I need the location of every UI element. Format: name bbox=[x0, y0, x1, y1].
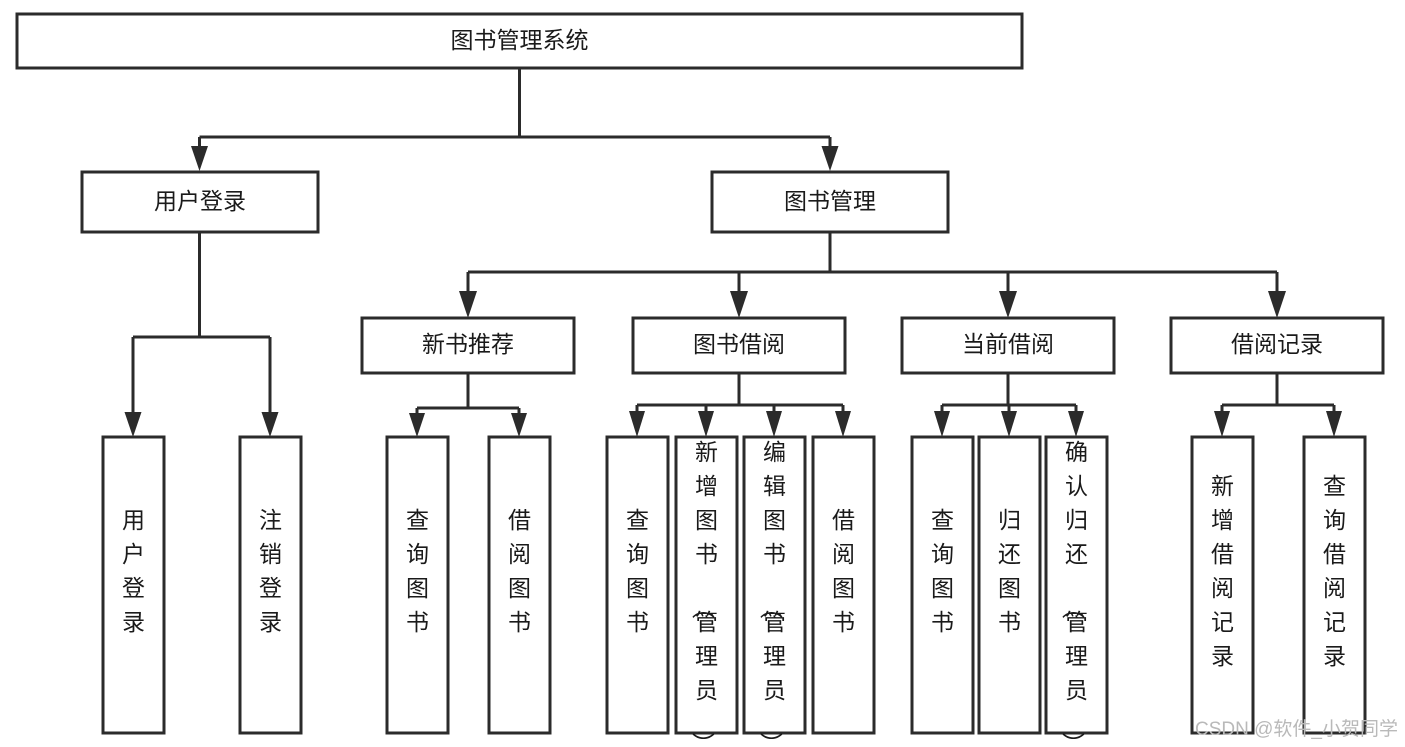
node-book-management-box[interactable] bbox=[710, 170, 950, 234]
leaf-bb-add-book-box[interactable] bbox=[674, 435, 739, 735]
arrow-head-book-mgmt bbox=[821, 146, 839, 171]
arrow-head-cb-leaf2 bbox=[1001, 411, 1017, 437]
arrow-head-leaf-user-login bbox=[124, 412, 142, 437]
arrow-head-bb-leaf4 bbox=[835, 411, 851, 437]
leaf-node[interactable]: 编辑图书（管理员） bbox=[742, 435, 807, 747]
leaf-logout-box[interactable] bbox=[238, 435, 303, 735]
connectors-new-book-to-leaves bbox=[409, 373, 527, 437]
leaf-nb-query-book-box[interactable] bbox=[385, 435, 450, 735]
arrow-head-bb-leaf2 bbox=[698, 411, 714, 437]
watermark-label: CSDN @软件_小贺同学 bbox=[1195, 718, 1398, 740]
leaf-cb-confirm-return-box[interactable] bbox=[1044, 435, 1109, 735]
arrow-head-br-leaf1 bbox=[1214, 411, 1230, 437]
node-current-borrow[interactable]: 当前借阅 bbox=[900, 316, 1116, 375]
leaf-node[interactable]: 注销登录 bbox=[238, 435, 303, 735]
node-book-management[interactable]: 图书管理 bbox=[710, 170, 950, 234]
leaf-bb-add-book-label: 新增图书（管理员） bbox=[690, 439, 718, 747]
arrow-head-bb-leaf3 bbox=[766, 411, 782, 437]
arrow-head-new-book bbox=[459, 291, 477, 318]
leaf-node[interactable]: 借阅图书 bbox=[487, 435, 552, 735]
leaf-node[interactable]: 用户登录 bbox=[101, 435, 166, 735]
arrow-head-leaf-logout bbox=[261, 412, 279, 437]
node-book-borrow-label: 图书借阅 bbox=[693, 331, 785, 357]
connectors-current-borrow-to-leaves bbox=[934, 373, 1084, 437]
connectors-book-borrow-to-leaves bbox=[629, 373, 851, 437]
arrow-head-user-login bbox=[191, 146, 208, 171]
leaf-logout-label: 注销登录 bbox=[259, 507, 282, 635]
leaf-node[interactable]: 新增借阅记录 bbox=[1190, 435, 1255, 735]
leaf-cb-return-book-box[interactable] bbox=[977, 435, 1042, 735]
leaf-br-query-record-label: 查询借阅记录 bbox=[1323, 473, 1346, 669]
leaf-cb-query-book-box[interactable] bbox=[910, 435, 975, 735]
arrow-head-nb-leaf2 bbox=[511, 413, 527, 437]
leaf-br-add-record-box[interactable] bbox=[1190, 435, 1255, 735]
leaf-node[interactable]: 查询图书 bbox=[605, 435, 670, 735]
leaf-user-login-box[interactable] bbox=[101, 435, 166, 735]
connectors-user-login-to-leaves bbox=[124, 232, 279, 437]
connectors-borrow-record-to-leaves bbox=[1214, 373, 1342, 437]
arrow-head-book-borrow bbox=[730, 291, 748, 318]
leaf-br-query-record-box[interactable] bbox=[1302, 435, 1367, 735]
node-book-borrow-box[interactable] bbox=[631, 316, 847, 375]
leaf-node[interactable]: 查询图书 bbox=[910, 435, 975, 735]
leaf-cb-return-book-label: 归还图书 bbox=[998, 507, 1021, 635]
node-root[interactable]: 图书管理系统 bbox=[15, 12, 1024, 70]
arrow-head-cb-leaf1 bbox=[934, 411, 950, 437]
node-user-login-box[interactable] bbox=[80, 170, 320, 234]
leaf-nb-borrow-book-box[interactable] bbox=[487, 435, 552, 735]
node-new-book-recommend[interactable]: 新书推荐 bbox=[360, 316, 576, 375]
leaf-br-add-record-label: 新增借阅记录 bbox=[1211, 473, 1234, 669]
leaf-node[interactable]: 查询借阅记录 bbox=[1302, 435, 1367, 735]
arrow-head-nb-leaf1 bbox=[409, 413, 425, 437]
arrow-head-br-leaf2 bbox=[1326, 411, 1342, 437]
arrow-head-current-borrow bbox=[999, 291, 1017, 318]
leaf-user-login-label: 用户登录 bbox=[122, 507, 145, 635]
leaf-bb-edit-book-label: 编辑图书（管理员） bbox=[758, 439, 786, 747]
connectors-root-to-level2 bbox=[191, 68, 839, 171]
leaf-nb-query-book-label: 查询图书 bbox=[406, 507, 429, 635]
node-book-borrow[interactable]: 图书借阅 bbox=[631, 316, 847, 375]
leaf-bb-borrow-book-label: 借阅图书 bbox=[832, 507, 855, 635]
node-root-label: 图书管理系统 bbox=[451, 27, 589, 53]
node-root-box[interactable] bbox=[15, 12, 1024, 70]
leaf-bb-query-book-label: 查询图书 bbox=[626, 507, 649, 635]
leaf-node[interactable]: 查询图书 bbox=[385, 435, 450, 735]
node-user-login-label: 用户登录 bbox=[154, 188, 246, 214]
leaf-cb-confirm-return-label: 确认归还（管理员） bbox=[1060, 439, 1088, 747]
node-borrow-record-label: 借阅记录 bbox=[1231, 331, 1323, 357]
connectors-book-mgmt-to-level3 bbox=[459, 232, 1286, 318]
leaf-node[interactable]: 确认归还（管理员） bbox=[1044, 435, 1109, 747]
leaf-bb-query-book-box[interactable] bbox=[605, 435, 670, 735]
leaf-cb-query-book-label: 查询图书 bbox=[931, 507, 954, 635]
leaf-bb-borrow-book-box[interactable] bbox=[811, 435, 876, 735]
leaf-node[interactable]: 借阅图书 bbox=[811, 435, 876, 735]
node-borrow-record[interactable]: 借阅记录 bbox=[1169, 316, 1385, 375]
node-user-login[interactable]: 用户登录 bbox=[80, 170, 320, 234]
leaf-node[interactable]: 新增图书（管理员） bbox=[674, 435, 739, 747]
arrow-head-cb-leaf3 bbox=[1068, 411, 1084, 437]
node-current-borrow-label: 当前借阅 bbox=[962, 331, 1054, 357]
leaf-bb-edit-book-box[interactable] bbox=[742, 435, 807, 735]
node-book-management-label: 图书管理 bbox=[784, 188, 876, 214]
leaf-node[interactable]: 归还图书 bbox=[977, 435, 1042, 735]
node-borrow-record-box[interactable] bbox=[1169, 316, 1385, 375]
node-current-borrow-box[interactable] bbox=[900, 316, 1116, 375]
node-new-book-recommend-box[interactable] bbox=[360, 316, 576, 375]
leaf-nb-borrow-book-label: 借阅图书 bbox=[508, 507, 531, 635]
arrow-head-borrow-record bbox=[1268, 291, 1286, 318]
node-new-book-recommend-label: 新书推荐 bbox=[422, 331, 514, 357]
arrow-head-bb-leaf1 bbox=[629, 411, 645, 437]
